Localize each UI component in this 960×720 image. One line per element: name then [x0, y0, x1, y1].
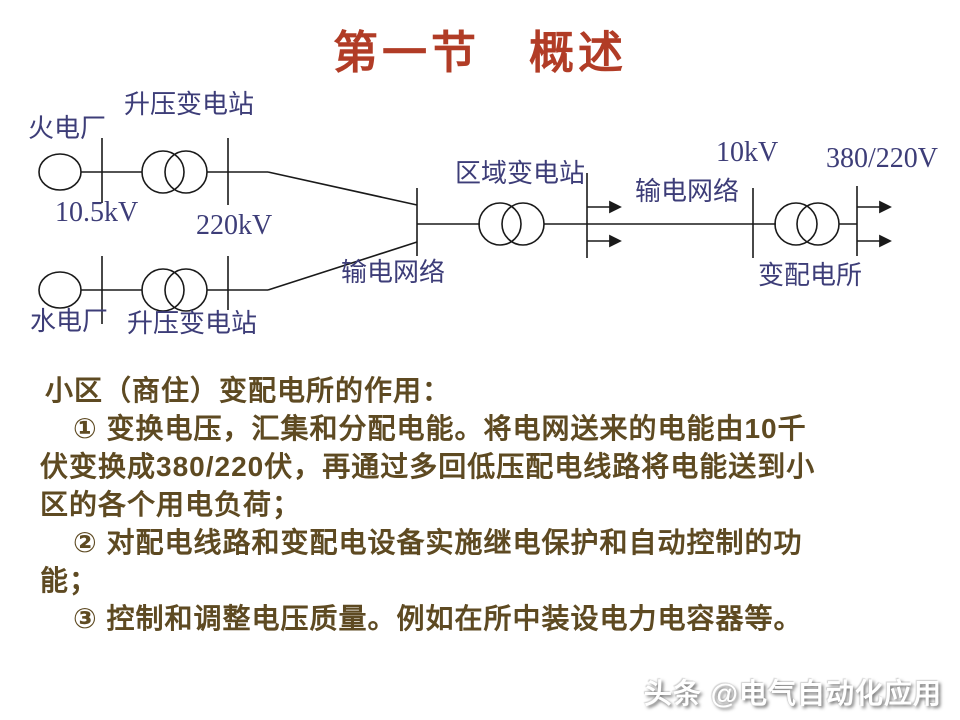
label-regional-substation: 区域变电站 [455, 159, 585, 188]
body-text-block: 小区（商住）变配电所的作用： ① 变换电压，汇集和分配电能。将电网送来的电能由1… [40, 372, 935, 638]
label-10kv: 10kV [716, 137, 778, 168]
transmission-line-bottom [267, 241, 418, 291]
generator-symbol-hydro [38, 271, 82, 309]
label-stepup-substation-top: 升压变电站 [124, 90, 254, 119]
body-heading: 小区（商住）变配电所的作用： [45, 375, 452, 406]
body-line: 区的各个用电负荷； [40, 489, 302, 520]
label-stepup-substation-bottom: 升压变电站 [127, 309, 257, 338]
page-title: 第一节 概述 [332, 28, 627, 78]
label-hydro-plant: 水电厂 [30, 307, 108, 336]
generator-symbol-thermal [38, 153, 82, 191]
transformer-symbol-regional [478, 202, 545, 246]
body-line: 伏变换成380/220伏，再通过多回低压配电线路将电能送到小 [40, 451, 816, 482]
label-transmission-network-left: 输电网络 [341, 258, 445, 287]
watermark: 头条 @电气自动化应用 [643, 678, 942, 709]
transformer-symbol-stepup-bottom [141, 268, 208, 312]
body-line: ② 对配电线路和变配电设备实施继电保护和自动控制的功 [73, 527, 803, 558]
body-line: 能； [40, 565, 99, 596]
diagram-linework [38, 138, 892, 324]
transmission-line-top [267, 171, 418, 206]
label-transmission-network-right: 输电网络 [635, 177, 739, 206]
label-distribution-substation: 变配电所 [758, 261, 862, 290]
transformer-symbol-distribution [774, 202, 840, 246]
power-system-diagram: 火电厂 升压变电站 10.5kV 220kV 水电厂 升压变电站 输电网络 区域… [28, 90, 938, 338]
body-line: ① 变换电压，汇集和分配电能。将电网送来的电能由10千 [73, 413, 807, 444]
label-220kv: 220kV [196, 210, 272, 241]
label-380-220v: 380/220V [826, 143, 938, 174]
body-line: ③ 控制和调整电压质量。例如在所中装设电力电容器等。 [73, 603, 803, 634]
label-thermal-plant: 火电厂 [28, 114, 106, 143]
label-10-5kv: 10.5kV [55, 197, 138, 228]
transformer-symbol-stepup-top [141, 150, 208, 194]
diagram-labels: 火电厂 升压变电站 10.5kV 220kV 水电厂 升压变电站 输电网络 区域… [28, 90, 938, 338]
